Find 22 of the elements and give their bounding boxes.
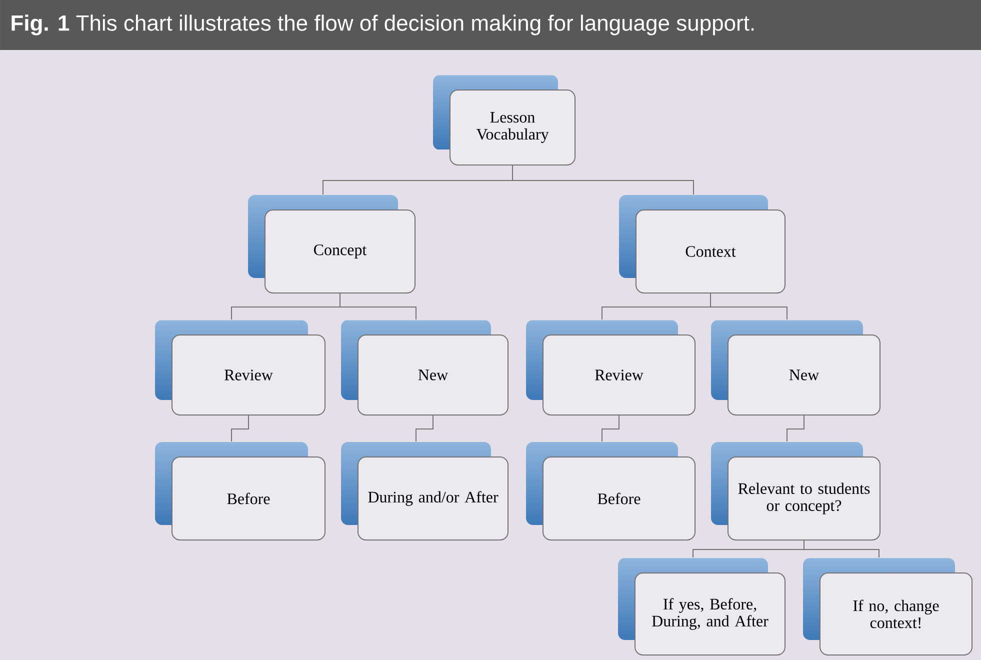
process-box: If no, change context! xyxy=(820,572,972,656)
caption-bar: Fig. 1 This chart illustrates the flow of decision making for language support. xyxy=(0,0,981,50)
process-box: Review xyxy=(172,334,326,416)
connector xyxy=(710,293,788,320)
process-box: Context xyxy=(636,210,786,294)
connector xyxy=(804,540,880,558)
process-box: Review xyxy=(542,334,696,416)
connector xyxy=(416,415,434,442)
process-box: If yes, Before, During, and After xyxy=(634,572,786,656)
connector xyxy=(786,415,804,442)
process-box: New xyxy=(728,334,880,416)
connector xyxy=(231,415,249,442)
process-box: New xyxy=(358,334,508,416)
process-box: Before xyxy=(172,456,326,540)
connector xyxy=(340,293,416,320)
process-box: Relevant to students or concept? xyxy=(728,456,880,540)
connector xyxy=(512,165,694,195)
process-box: Before xyxy=(542,456,696,540)
process-box: Lesson Vocabulary xyxy=(450,90,576,166)
connector xyxy=(602,415,620,442)
process-box: Concept xyxy=(264,210,416,294)
process-box: During and/or After xyxy=(358,456,508,540)
